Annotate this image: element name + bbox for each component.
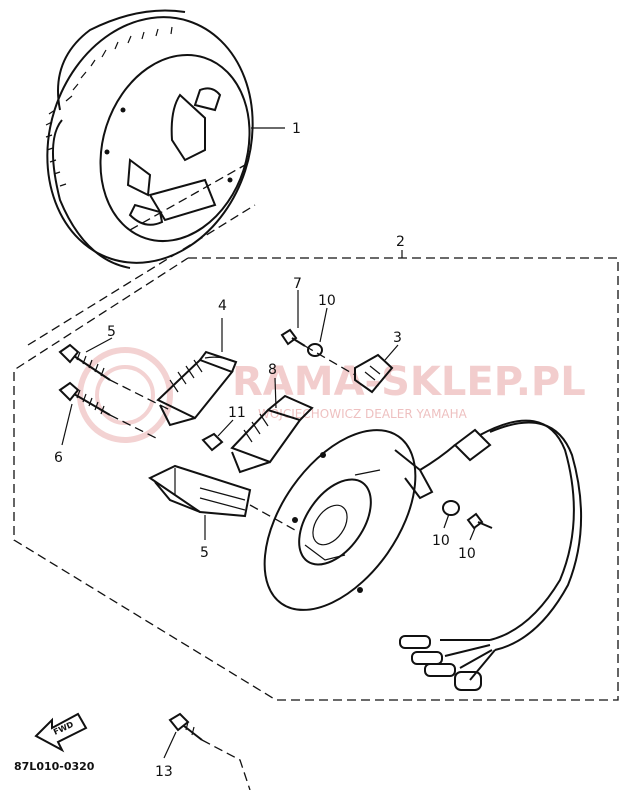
- bolt-part-13: [163, 712, 251, 790]
- callout-6: 3: [393, 330, 402, 346]
- callout-4: 4: [218, 298, 227, 314]
- watermark-main: RAMA-SKLEP.PL: [232, 359, 586, 405]
- callout-9: 7: [293, 276, 302, 292]
- stator-base-plate: [263, 429, 434, 611]
- watermark: RAMA-SKLEP.PL WOJCIECHOWICZ DEALER YAMAH…: [77, 347, 586, 443]
- clamp-part-6: [354, 344, 399, 394]
- callout-7: 5: [107, 324, 116, 340]
- wire-harness: [419, 419, 583, 681]
- washer-part-10-lower: [442, 500, 460, 529]
- fwd-arrow-icon: FWD: [34, 712, 88, 753]
- callout-5: 5: [200, 545, 209, 561]
- screw-part-8: [58, 381, 161, 446]
- flywheel-rotor: [45, 9, 285, 269]
- bolt-part-9: [280, 290, 356, 376]
- spacer-part-12: [201, 419, 234, 452]
- callout-2: 2: [396, 234, 405, 250]
- screw-part-7: [58, 337, 171, 411]
- drawing-code: 87L010-0320: [14, 760, 95, 773]
- coil-part-4: [156, 318, 238, 427]
- callout-8: 6: [54, 450, 63, 466]
- screw-part-11: [466, 512, 493, 541]
- callout-13: 13: [155, 764, 173, 780]
- callout-3: 8: [268, 362, 277, 378]
- connector-terminals: [399, 635, 482, 691]
- callout-1: 1: [292, 121, 301, 137]
- coil-part-3: [230, 377, 314, 474]
- callout-12: 11: [228, 405, 246, 421]
- washer-part-10-upper: [307, 307, 328, 357]
- pickup-coil-part-5: [148, 464, 296, 540]
- callout-10-lower: 10: [432, 533, 450, 549]
- callout-10-upper: 10: [318, 293, 336, 309]
- callout-11: 10: [458, 546, 476, 562]
- watermark-sub: WOJCIECHOWICZ DEALER YAMAHA: [258, 407, 468, 421]
- stator-assembly-boundary: [13, 164, 619, 701]
